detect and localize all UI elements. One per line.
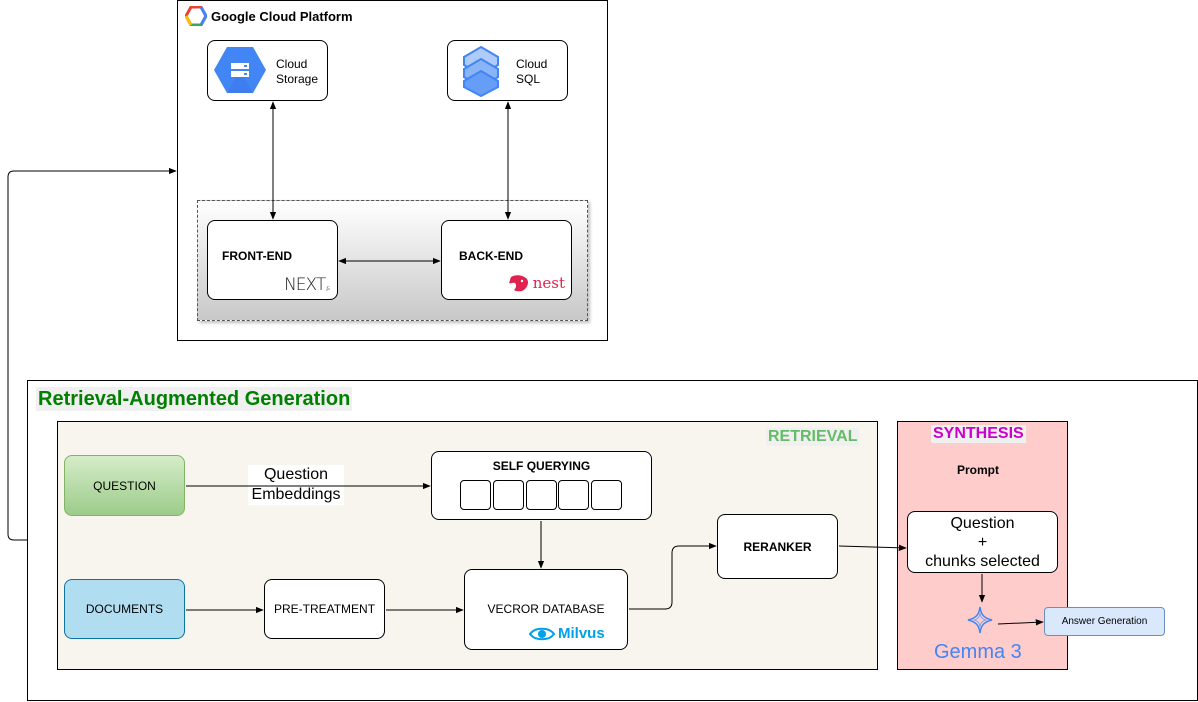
rag-to-gcp-connector [7,167,177,541]
vector-database-node[interactable]: VECROR DATABASE Milvus [464,569,628,650]
self-querying-label: SELF QUERYING [492,459,591,473]
frontend-node[interactable]: FRONT-END NEXT.js [207,220,338,300]
rag-title: Retrieval-Augmented Generation [36,387,353,411]
backend-node[interactable]: BACK-END nest [441,220,572,300]
retrieval-title: RETRIEVAL [766,428,860,446]
self-querying-node[interactable]: SELF QUERYING [431,451,652,520]
prompt-node[interactable]: Question + chunks selected [907,511,1058,573]
vectordb-reranker-connector [629,542,717,610]
prompt-line-3: chunks selected [925,552,1040,570]
nextjs-logo-sub: .js [325,285,330,292]
query-slot [558,480,589,510]
query-slot [526,480,557,510]
gcp-title-text: Google Cloud Platform [211,8,353,24]
cloud-sql-label-1: Cloud [516,57,548,71]
reranker-node[interactable]: RERANKER [717,514,838,579]
gemma-logo-text: Gemma 3 [934,641,1022,663]
cloud-sql-node[interactable]: Cloud SQL [447,40,568,101]
prompt-label: Prompt [957,463,999,477]
gemma-sparkle-icon [966,605,994,635]
nextjs-logo: NEXT.js [284,275,330,295]
milvus-logo-text: Milvus [558,625,605,642]
prompt-line-2: + [977,533,988,551]
google-cloud-icon [184,5,208,27]
query-slot [460,480,491,510]
answer-generation-node[interactable]: Answer Generation [1044,607,1165,636]
gemma-answer-connector [997,619,1044,626]
query-slot [591,480,622,510]
nest-cat-icon [508,273,530,293]
gcp-title: Google Cloud Platform [184,5,353,27]
nest-logo: nest [508,273,565,293]
question-embeddings-line-2: Embeddings [251,486,341,503]
gemma-logo: Gemma 3 [930,603,1034,665]
query-slot [493,480,524,510]
documents-node[interactable]: DOCUMENTS [64,579,185,639]
reranker-prompt-connector [838,544,907,551]
backend-label: BACK-END [459,249,523,263]
cloud-storage-node[interactable]: Cloud Storage [207,40,328,101]
milvus-eye-icon [528,626,556,642]
prompt-line-1: Question [950,514,1015,532]
nest-logo-text: nest [532,274,565,292]
cloud-sql-label-2: SQL [516,72,541,86]
synthesis-title: SYNTHESIS [931,425,1026,443]
frontend-label: FRONT-END [222,249,292,263]
cloud-storage-label-2: Storage [276,72,319,86]
vector-database-label: VECROR DATABASE [487,602,605,616]
cloud-sql-icon [460,45,502,98]
question-embeddings-label: Question Embeddings [248,465,344,505]
cloud-storage-icon [214,46,266,94]
milvus-logo: Milvus [528,625,605,642]
question-node[interactable]: QUESTION [64,455,185,516]
pretreatment-node[interactable]: PRE-TREATMENT [264,579,385,639]
nextjs-logo-text: NEXT [284,275,326,295]
cloud-storage-label-1: Cloud [276,57,308,71]
question-embeddings-line-1: Question [263,466,329,483]
